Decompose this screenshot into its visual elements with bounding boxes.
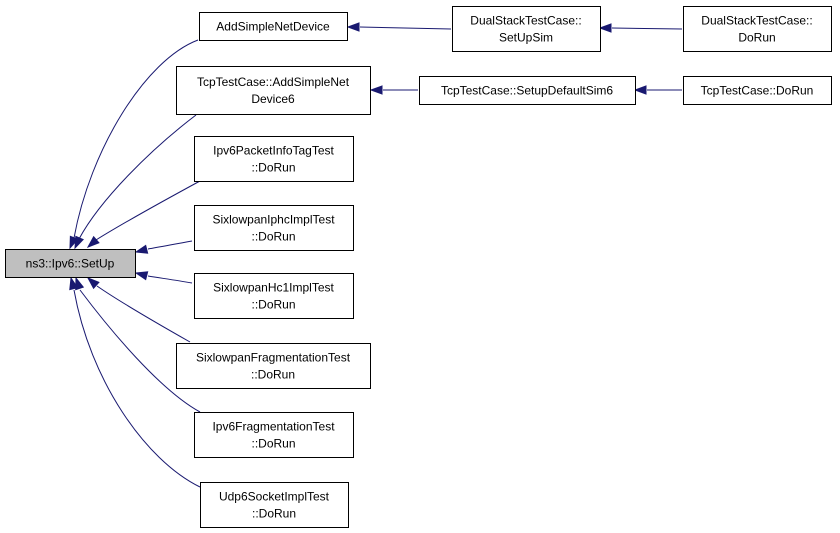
node-label: Device6: [251, 92, 295, 106]
node-box: [452, 6, 601, 52]
node-box: [194, 205, 354, 251]
edges-layer: [69, 22, 683, 488]
node-sixfrag[interactable]: SixlowpanFragmentationTest::DoRun: [176, 343, 371, 389]
node-box: [200, 482, 349, 528]
arrowhead: [86, 235, 100, 248]
edge-dualsetup-to-addsimple: [346, 22, 452, 32]
arrowhead: [69, 276, 79, 291]
node-addsimple[interactable]: AddSimpleNetDevice: [199, 12, 348, 41]
edge-tcpadd-to-setup: [74, 114, 197, 250]
arrowhead: [74, 235, 84, 250]
arrowhead: [598, 23, 612, 33]
edge-line: [79, 289, 201, 413]
arrowhead: [346, 22, 360, 32]
edge-line: [611, 27, 683, 30]
edge-sixhc1-to-setup: [134, 271, 193, 284]
node-label: Udp6SocketImplTest: [219, 490, 330, 504]
arrowhead: [134, 271, 149, 281]
node-sixiphc[interactable]: SixlowpanIphcImplTest::DoRun: [194, 205, 354, 251]
node-label: TcpTestCase::SetupDefaultSim6: [441, 84, 613, 98]
node-label: ::DoRun: [251, 368, 295, 382]
node-label: ::DoRun: [251, 298, 295, 312]
edge-ipv6frag-to-setup: [75, 276, 201, 413]
node-label: TcpTestCase::DoRun: [701, 84, 814, 98]
node-box: [683, 76, 832, 105]
edge-line: [73, 289, 201, 488]
edge-sixfrag-to-setup: [86, 277, 191, 343]
node-label: Ipv6FragmentationTest: [212, 420, 335, 434]
node-label: DualStackTestCase::: [470, 14, 581, 28]
node-label: SetUpSim: [499, 31, 553, 45]
edge-dualdorun-to-dualsetup: [598, 23, 683, 33]
node-label: SixlowpanIphcImplTest: [212, 213, 335, 227]
node-sixhc1[interactable]: SixlowpanHc1ImplTest::DoRun: [194, 273, 354, 319]
node-tcpsetup[interactable]: TcpTestCase::SetupDefaultSim6: [419, 76, 636, 105]
arrowhead: [134, 244, 149, 254]
node-label: Ipv6PacketInfoTagTest: [213, 144, 334, 158]
node-udp6[interactable]: Udp6SocketImplTest::DoRun: [200, 482, 349, 528]
edge-tcpsetup-to-tcpadd: [369, 85, 418, 95]
arrowhead: [86, 277, 100, 290]
node-box: [194, 412, 354, 458]
node-box: [176, 66, 371, 115]
nodes-layer: ns3::Ipv6::SetUp AddSimpleNetDevice DualSt…: [5, 6, 832, 528]
node-label: SixlowpanHc1ImplTest: [213, 281, 334, 295]
node-label: TcpTestCase::AddSimpleNet: [197, 75, 350, 89]
node-ipv6pkt[interactable]: Ipv6PacketInfoTagTest::DoRun: [194, 136, 354, 182]
arrowhead: [369, 85, 383, 95]
edge-line: [96, 285, 191, 343]
node-box: [419, 76, 636, 105]
node-label: ns3::Ipv6::SetUp: [26, 257, 115, 271]
edge-line: [359, 26, 452, 30]
node-box: [5, 249, 136, 278]
node-ipv6frag[interactable]: Ipv6FragmentationTest::DoRun: [194, 412, 354, 458]
node-dualdorun[interactable]: DualStackTestCase::DoRun: [683, 6, 832, 52]
node-box: [176, 343, 371, 389]
edge-line: [73, 39, 199, 239]
edge-line: [147, 275, 193, 284]
node-label: ::DoRun: [251, 230, 295, 244]
node-box: [683, 6, 832, 52]
node-box: [194, 273, 354, 319]
arrowhead: [633, 85, 647, 95]
node-label: AddSimpleNetDevice: [216, 20, 330, 34]
edge-ipv6pkt-to-setup: [86, 180, 201, 248]
node-label: DualStackTestCase::: [701, 14, 812, 28]
edge-line: [78, 114, 197, 240]
edge-udp6-to-setup: [69, 276, 201, 488]
node-setup: ns3::Ipv6::SetUp: [5, 249, 136, 278]
node-dualsetup[interactable]: DualStackTestCase::SetUpSim: [452, 6, 601, 52]
edge-sixiphc-to-setup: [134, 240, 193, 254]
node-label: ::DoRun: [251, 437, 295, 451]
node-box: [194, 136, 354, 182]
node-tcpdorun[interactable]: TcpTestCase::DoRun: [683, 76, 832, 105]
edge-tcpdorun-to-tcpsetup: [633, 85, 682, 95]
node-label: DoRun: [738, 31, 775, 45]
edge-line: [147, 240, 193, 250]
node-label: ::DoRun: [252, 507, 296, 521]
node-label: SixlowpanFragmentationTest: [196, 351, 351, 365]
node-box: [199, 12, 348, 41]
edge-line: [95, 180, 201, 241]
arrowhead: [75, 276, 85, 291]
node-label: ::DoRun: [251, 161, 295, 175]
